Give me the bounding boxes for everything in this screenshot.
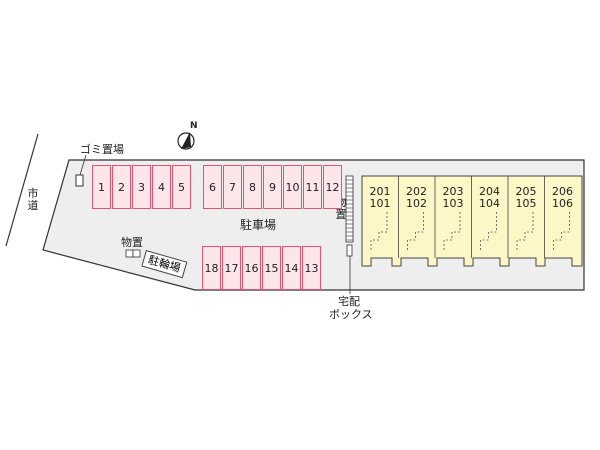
unit-upper-number: 204	[479, 185, 500, 198]
storage-right-structure	[345, 175, 354, 243]
unit-stair-outline	[553, 212, 570, 252]
unit-upper-number: 201	[369, 185, 391, 198]
unit-lower-number: 104	[479, 197, 500, 210]
parking-space: 2	[112, 165, 131, 209]
unit-lower-number: 103	[442, 197, 464, 210]
unit-lower-number: 101	[369, 197, 391, 210]
parking-space: 1	[92, 165, 111, 209]
parking-space: 4	[152, 165, 171, 209]
apartment-building	[361, 175, 583, 267]
delivery-box	[346, 244, 353, 257]
road-label: 市道	[27, 187, 39, 212]
unit-lower-number: 106	[552, 197, 573, 210]
road-boundary-line	[5, 133, 39, 247]
unit-dividers	[370, 176, 570, 258]
parking-space: 10	[283, 165, 302, 209]
unit-stair-outline	[370, 212, 388, 252]
storage-right-stripes	[346, 179, 353, 241]
unit-stair-outline	[407, 212, 424, 252]
unit-upper-number: 206	[552, 185, 573, 198]
delivery-label-line2: ボックス	[329, 308, 373, 321]
unit-stair-outline	[480, 212, 497, 252]
parking-space: 11	[303, 165, 322, 209]
parking-space: 12	[323, 165, 342, 209]
unit-upper-number: 203	[442, 185, 464, 198]
parking-label: 駐車場	[240, 218, 277, 232]
storage-left-box-a	[125, 249, 134, 258]
unit-upper-number: 202	[406, 185, 427, 198]
parking-space: 15	[262, 246, 281, 290]
compass-north-label: N	[190, 121, 198, 131]
garbage-label: ゴミ置場	[80, 143, 124, 156]
parking-space: 16	[242, 246, 261, 290]
garbage-leader-line	[79, 154, 87, 176]
unit-lower-number: 105	[515, 197, 537, 210]
parking-space: 13	[302, 246, 321, 290]
parking-space: 17	[222, 246, 241, 290]
parking-space: 5	[172, 165, 191, 209]
unit-stair-outline	[443, 212, 461, 252]
delivery-label-line1: 宅配	[338, 295, 360, 308]
unit-lower-number: 102	[406, 197, 427, 210]
parking-space: 14	[282, 246, 301, 290]
garbage-bin	[75, 174, 84, 187]
storage-left-label: 物置	[121, 236, 143, 249]
parking-space: 9	[263, 165, 282, 209]
storage-left-box-b	[132, 249, 141, 258]
compass-icon	[177, 132, 195, 150]
unit-upper-number: 205	[515, 185, 537, 198]
parking-space: 6	[203, 165, 222, 209]
parking-space: 7	[223, 165, 242, 209]
parking-space: 8	[243, 165, 262, 209]
parking-space: 3	[132, 165, 151, 209]
parking-space: 18	[202, 246, 221, 290]
unit-stair-outline	[516, 212, 534, 252]
